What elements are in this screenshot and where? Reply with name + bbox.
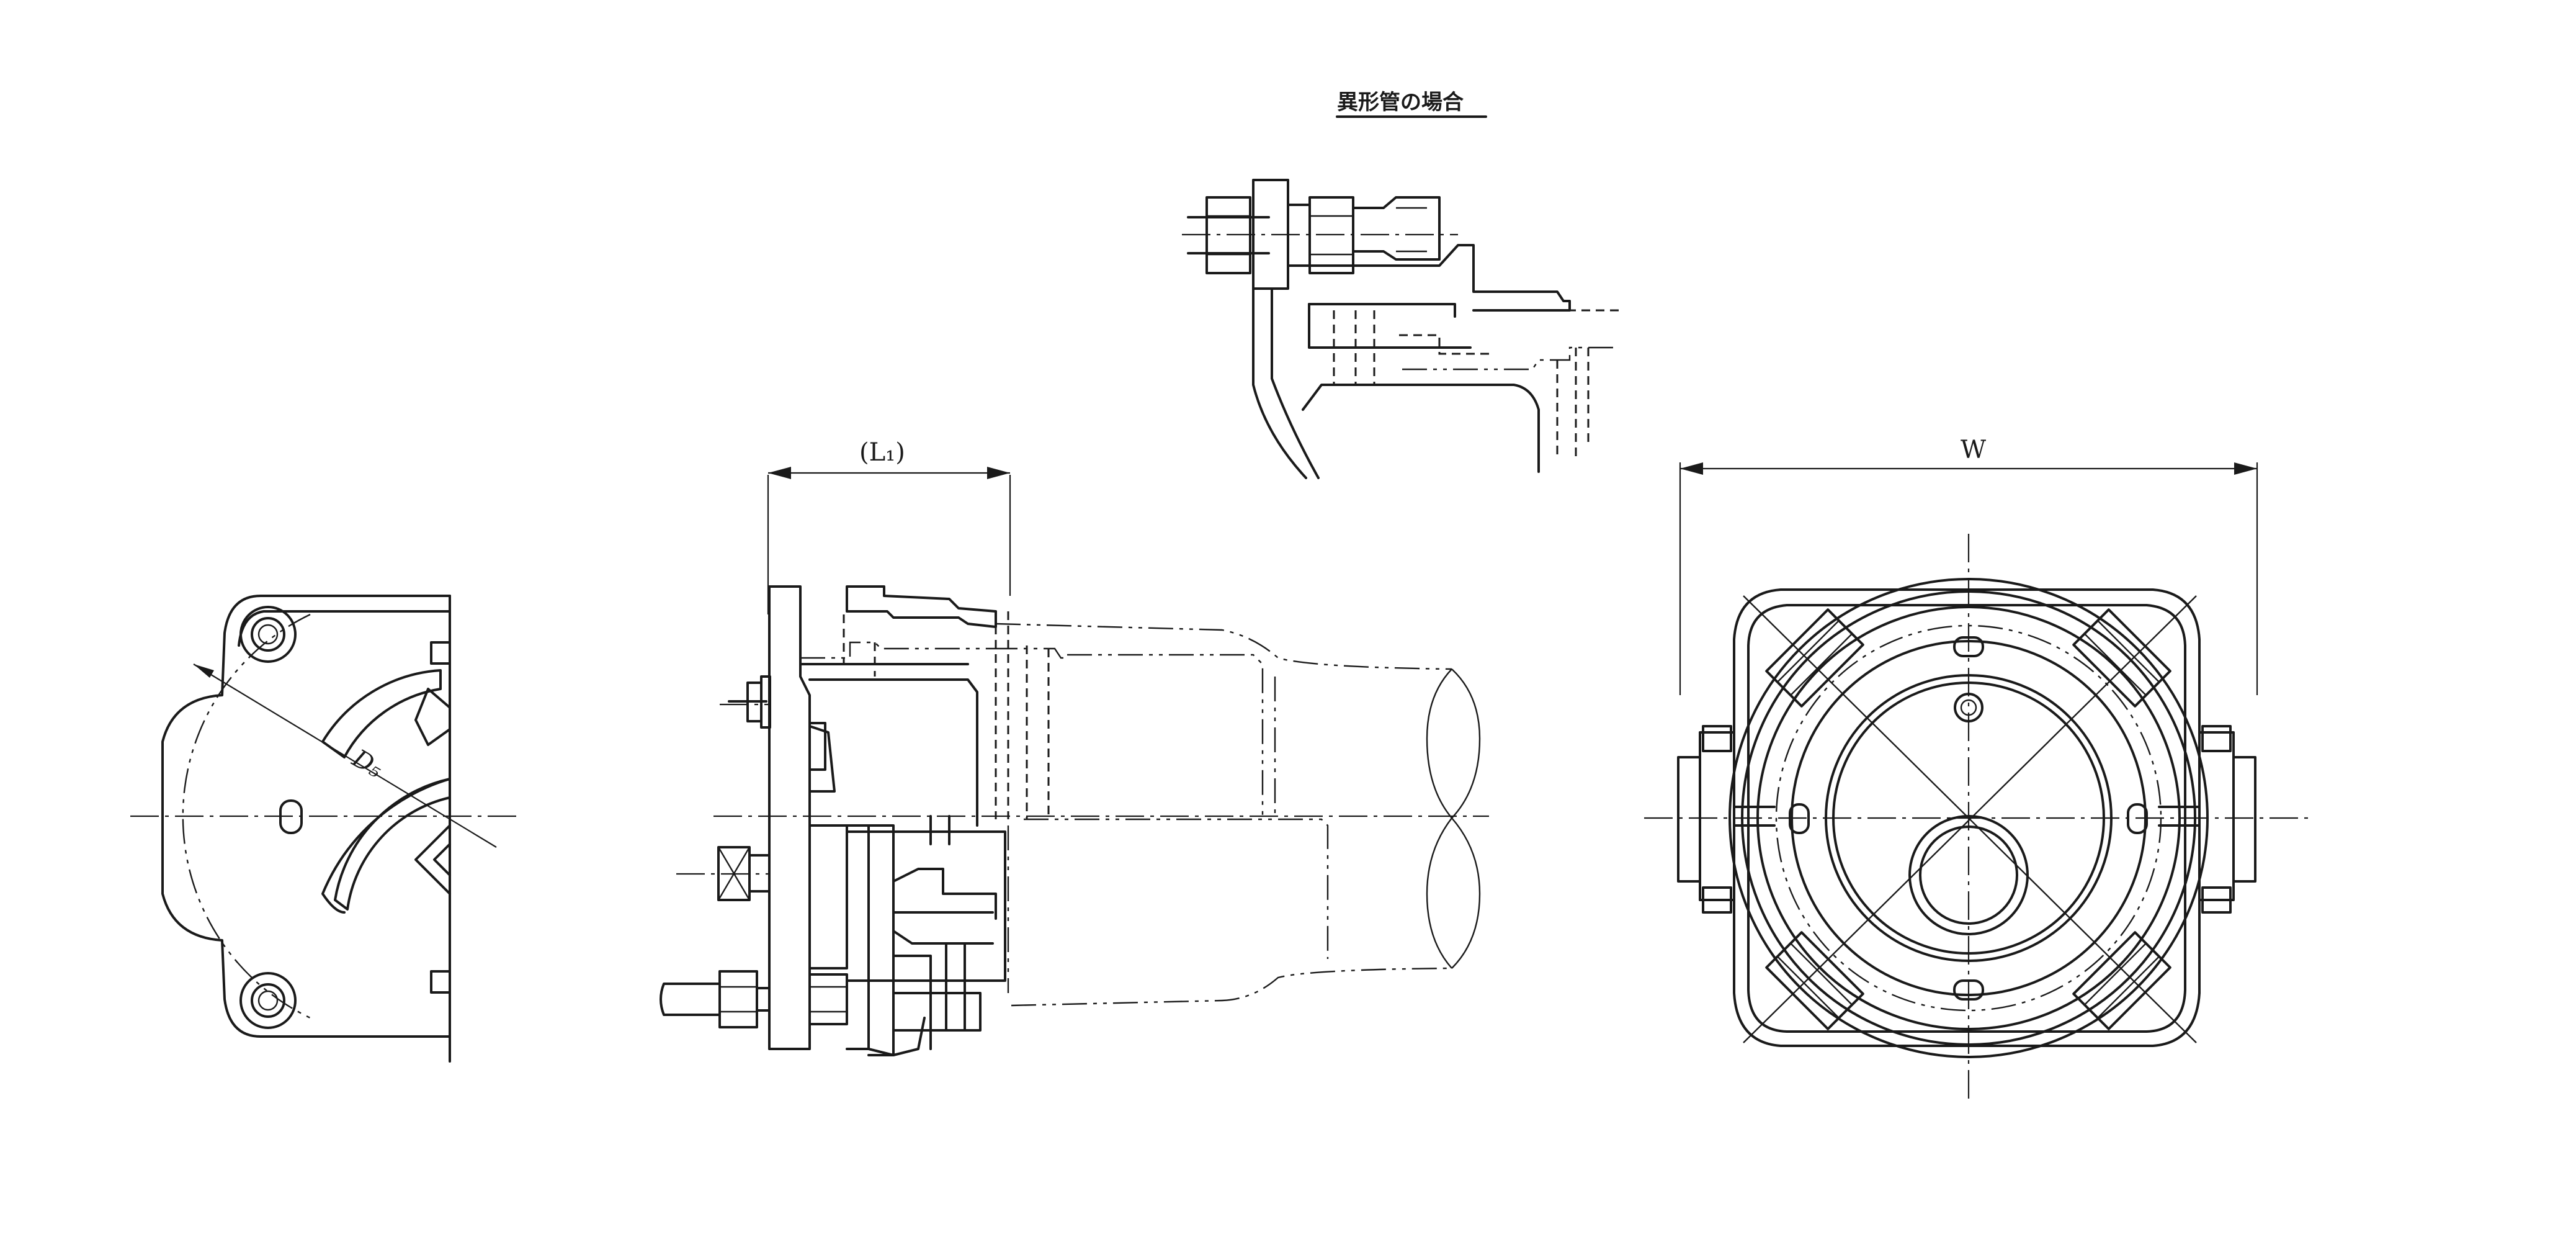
front-view-bolt-se [2072,931,2171,1030]
inset-body-left-curve [1252,287,1307,479]
front-view-ring-outer [1729,578,2209,1058]
left-view-arc-upper [321,669,442,758]
left-view-bolt-top [239,606,297,663]
inset-body-lower [1302,384,1540,473]
front-view-inner-bore [1908,815,2029,935]
side-view-clamp-block [846,830,1006,982]
inset-nut-left [1205,196,1251,274]
left-view-pcd-arc [182,613,311,1019]
front-view-bore-ring [1825,674,2113,962]
front-view-bolt-ne [2072,608,2171,708]
side-view-pipe-top [995,623,1452,670]
left-end-view: D₅ [130,595,521,1063]
inset-nut-right [1308,196,1354,274]
front-view-outer-body [1733,588,2201,1047]
inset-title: 異形管の場合 [1337,90,1464,115]
side-view-long-bolt [660,983,721,1016]
side-view-body-top [808,678,978,827]
front-view: W [1644,436,2308,1105]
front-view-lug-left [1699,731,1735,901]
left-view-outline [161,595,451,1038]
inset-gland [1287,244,1571,312]
side-view-pipe-bottom [1011,967,1452,1007]
front-view-bolt-sw [1765,931,1864,1030]
d5-dimension-line [193,663,497,848]
side-view-pipe-break-lower [1426,817,1452,969]
side-view-pipe-break-upper [1426,668,1452,819]
front-view-pcd [1775,624,2162,1012]
side-view-gland-top [846,585,997,628]
front-view-small-hole [1954,693,1983,722]
front-view-bolt-nw [1765,608,1864,708]
front-view-lug-right [2198,731,2235,901]
left-view-bolt-bottom [239,972,297,1029]
l1-label: (L₁) [859,438,905,467]
inset-bolt-head [1352,196,1441,261]
w-label: W [1961,436,1986,464]
left-view-slot [279,799,303,834]
left-view-square-drive-upper [414,688,451,746]
left-view-square-drive-lower [414,824,451,895]
side-view-flange-plate [768,585,811,1050]
inset-detail: 異形管の場合 [1182,90,1619,479]
side-view: (L₁) [660,438,1489,1056]
